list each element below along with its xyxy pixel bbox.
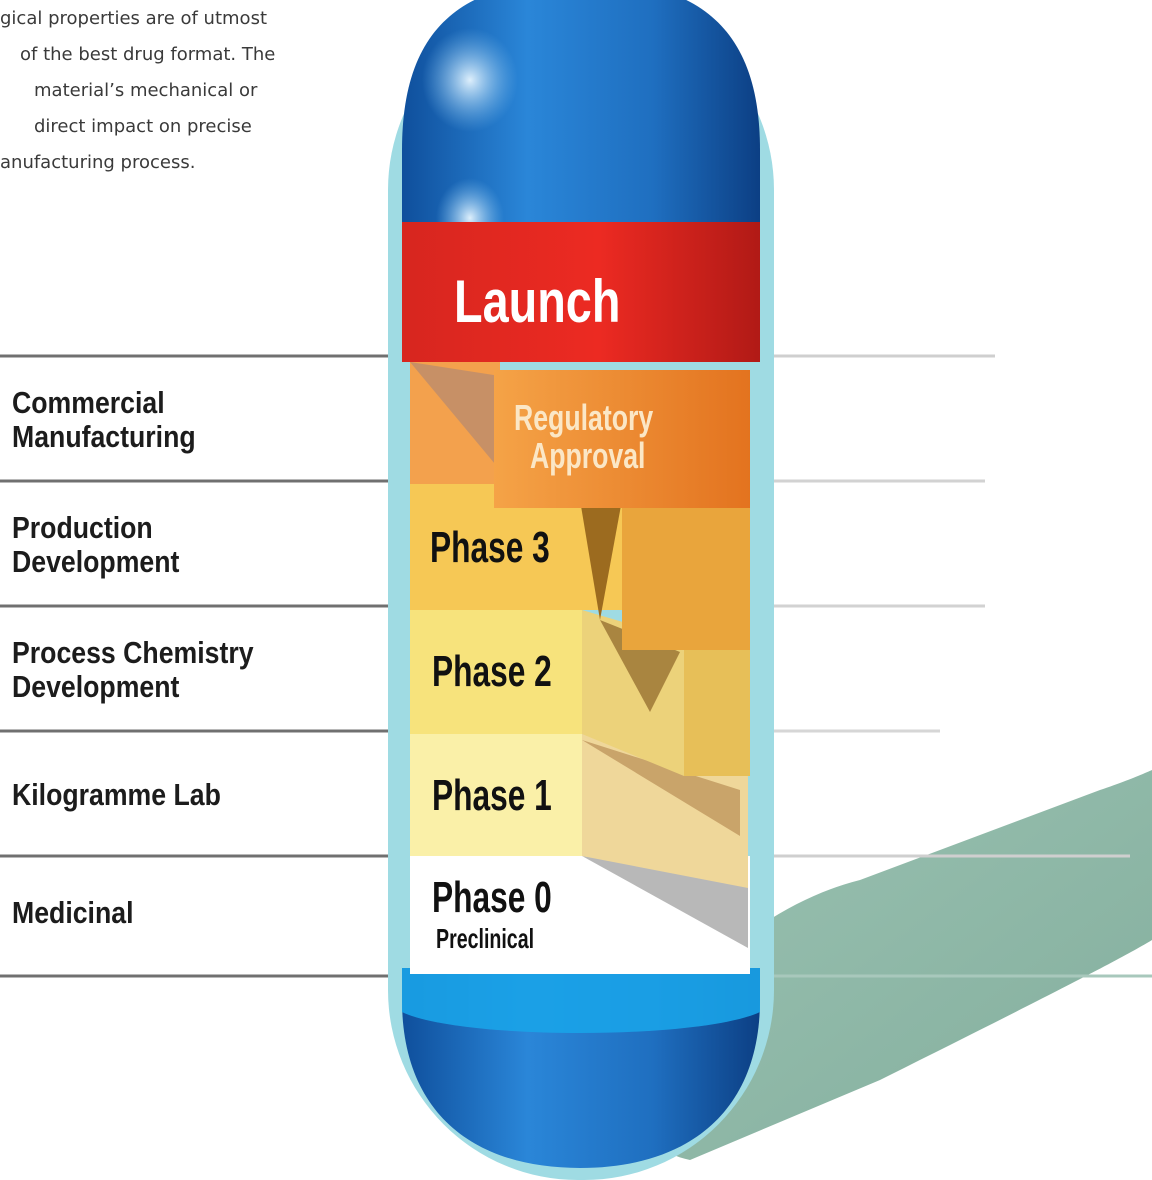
phase-1-band bbox=[410, 734, 582, 856]
phase-2-label: Phase 2 bbox=[432, 647, 552, 696]
phase-0-sublabel: Preclinical bbox=[436, 923, 535, 954]
intro-line-4: direct impact on precise bbox=[34, 116, 252, 137]
stage-label-line: Development bbox=[12, 544, 180, 579]
stage-label-production-development: Production Development bbox=[12, 511, 179, 579]
regulatory-shadow bbox=[410, 362, 500, 470]
stage-label-commercial-manufacturing: Commercial Manufacturing bbox=[12, 386, 196, 454]
stage-label-line: Manufacturing bbox=[12, 419, 196, 454]
launch-band bbox=[402, 222, 760, 362]
phase-3-label: Phase 3 bbox=[430, 523, 550, 572]
phase-0-label: Phase 0 bbox=[432, 873, 552, 922]
stage-label-line: Medicinal bbox=[12, 895, 134, 930]
leader-lines bbox=[0, 354, 1152, 978]
stage-label-line: Commercial bbox=[12, 385, 165, 420]
stage-label-line: Process Chemistry bbox=[12, 635, 254, 670]
intro-line-2: of the best drug format. The bbox=[20, 44, 276, 65]
regulatory-approval-label-line-2: Approval bbox=[530, 435, 646, 476]
regulatory-approval-label-line-1: Regulatory bbox=[514, 397, 654, 438]
intro-line-3: material’s mechanical or bbox=[34, 80, 258, 101]
capsule-shadow bbox=[632, 770, 1152, 1160]
stage-label-medicinal: Medicinal bbox=[12, 896, 133, 930]
launch-label: Launch bbox=[454, 268, 621, 335]
phase-2-band bbox=[410, 610, 582, 734]
stage-label-kilogramme-lab: Kilogramme Lab bbox=[12, 778, 221, 812]
stage-label-line: Production bbox=[12, 510, 153, 545]
phase-1-shadow bbox=[582, 740, 740, 836]
intro-line-5: anufacturing process. bbox=[0, 152, 196, 173]
phase-3-side bbox=[622, 500, 750, 650]
stage-label-line: Development bbox=[12, 669, 180, 704]
capsule-bottom-band bbox=[402, 968, 760, 1033]
stage-label-process-chemistry-development: Process Chemistry Development bbox=[12, 636, 254, 704]
regulatory-band bbox=[494, 370, 750, 508]
phase-2-side bbox=[684, 640, 750, 776]
phase-3-shadow bbox=[580, 500, 622, 620]
phase-2-shadow bbox=[600, 620, 680, 712]
intro-line-1: gical properties are of utmost bbox=[0, 8, 268, 29]
stage-label-line: Kilogramme Lab bbox=[12, 777, 221, 812]
phase-1-label: Phase 1 bbox=[432, 771, 552, 820]
capsule-highlight bbox=[422, 28, 518, 132]
